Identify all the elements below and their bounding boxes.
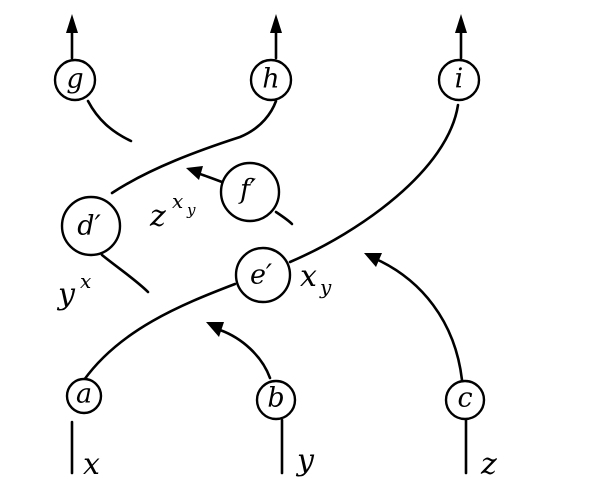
svg-text:c: c [457,383,472,414]
node-c: c [444,379,486,421]
svg-text:d′: d′ [77,211,100,242]
node-a: a [65,377,103,415]
svg-text:a: a [76,379,92,410]
input-label-y: y [295,443,315,478]
svg-text:y: y [319,275,332,299]
node-b: b [255,379,297,421]
strand-c-arrowhead [364,253,382,267]
node-e-prime: e′ [234,246,292,304]
svg-text:y: y [56,277,76,312]
label-z-power-x-y: z x y [149,189,196,234]
svg-text:g: g [66,64,83,95]
strand-b-arrowhead [206,322,224,337]
strand-f-tail [274,210,294,226]
strand-c-to-crossing [376,258,464,382]
output-arrow-g [66,14,78,60]
svg-text:e′: e′ [250,260,272,291]
svg-text:h: h [262,64,279,95]
strand-f-to-left [198,172,224,184]
svg-text:f′: f′ [238,175,256,206]
strand-d-under [100,253,150,294]
node-d-prime: d′ [60,195,122,257]
node-f-prime: f′ [219,161,281,223]
output-arrow-i [455,14,467,60]
label-y-power-x: y x [56,269,91,312]
strand-f-arrowhead [186,166,203,180]
strand-d-to-h [110,99,278,195]
svg-text:x: x [172,189,183,213]
strand-a-to-i [82,103,460,382]
node-h: h [249,58,293,102]
svg-text:b: b [267,383,284,414]
output-arrow-h [270,14,282,60]
label-x-sub-y: x y [300,259,332,299]
svg-text:i: i [455,64,464,95]
node-i: i [437,58,481,102]
svg-text:x: x [80,269,91,293]
input-label-z: z [480,447,497,482]
strand-b-to-crossing [218,328,272,380]
svg-text:z: z [149,199,166,234]
svg-text:y: y [186,201,196,219]
svg-text:x: x [300,259,317,294]
input-label-x: x [83,447,100,482]
strand-g-under [86,99,133,143]
node-g: g [53,58,97,102]
